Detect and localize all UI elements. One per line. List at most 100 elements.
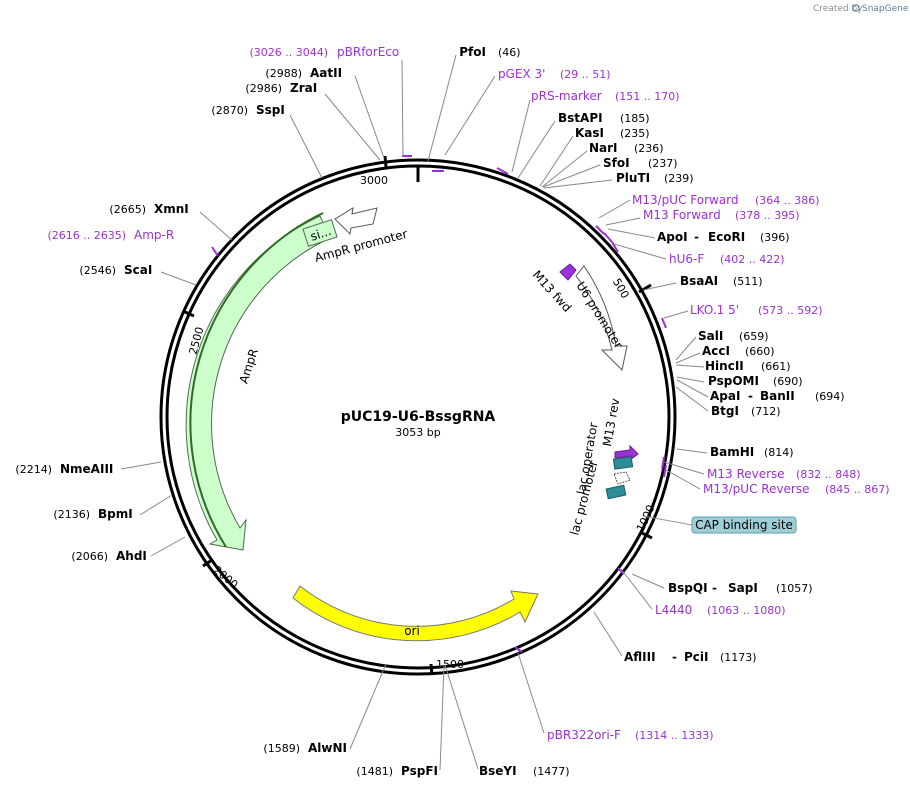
site-xmni[interactable]: (2665) XmnI	[109, 202, 188, 216]
svg-text:(2066): (2066)	[71, 550, 108, 563]
u6-promoter-arrow[interactable]	[575, 265, 628, 372]
svg-text:L4440: L4440	[655, 603, 692, 617]
svg-text:(845 .. 867): (845 .. 867)	[825, 483, 890, 496]
site-pspomi[interactable]: PspOMI (690)	[708, 374, 803, 388]
ampr-promoter-arrow[interactable]	[334, 207, 378, 236]
svg-text:KasI: KasI	[575, 126, 604, 140]
primer-m13-reverse[interactable]: M13 Reverse (832 .. 848)	[707, 467, 861, 481]
svg-text:PluTI: PluTI	[616, 171, 650, 185]
svg-text:(237): (237)	[648, 157, 678, 170]
svg-text:(690): (690)	[773, 375, 803, 388]
site-pfoi[interactable]: PfoI (46)	[459, 45, 520, 59]
site-nmeaiii[interactable]: (2214) NmeAIII	[15, 462, 113, 476]
svg-text:(402 .. 422): (402 .. 422)	[720, 253, 785, 266]
m13-rev-arrow[interactable]	[614, 444, 639, 461]
site-bseyi[interactable]: BseYI (1477)	[479, 764, 570, 778]
svg-text:ApoI: ApoI	[657, 230, 688, 244]
plasmid-name: pUC19-U6-BssgRNA	[341, 409, 496, 425]
svg-text:(712): (712)	[751, 405, 781, 418]
plasmid-length: 3053 bp	[395, 426, 440, 439]
svg-text:(2546): (2546)	[79, 264, 116, 277]
site-bsaai[interactable]: BsaAI (511)	[680, 274, 763, 288]
svg-text:PfoI: PfoI	[459, 45, 486, 59]
site-acci[interactable]: AccI (660)	[702, 344, 775, 358]
svg-text:-: -	[694, 230, 699, 244]
tick-3000	[383, 155, 388, 168]
primer-amp-r[interactable]: (2616 .. 2635) Amp-R	[47, 228, 174, 242]
lac-operator-box[interactable]	[612, 456, 634, 470]
tick-2000	[202, 558, 213, 568]
svg-text:SspI: SspI	[256, 103, 285, 117]
svg-text:(236): (236)	[634, 142, 664, 155]
m13-fwd-arrow[interactable]	[559, 263, 577, 281]
primer-pbr322ori-f[interactable]: pBR322ori-F (1314 .. 1333)	[547, 728, 714, 742]
tick-2500	[184, 310, 195, 318]
primer-lko1-5[interactable]: LKO.1 5' (573 .. 592)	[690, 303, 823, 317]
svg-text:BtgI: BtgI	[711, 404, 739, 418]
site-btgi[interactable]: BtgI (712)	[711, 404, 781, 418]
site-sspi[interactable]: (2870) SspI	[211, 103, 284, 117]
primer-m13-puc-forward[interactable]: M13/pUC Forward (364 .. 386)	[632, 193, 820, 207]
site-pspfi[interactable]: (1481) PspFI	[356, 764, 438, 778]
svg-text:XmnI: XmnI	[154, 202, 189, 216]
site-ahdi[interactable]: (2066) AhdI	[71, 549, 146, 563]
site-zrai[interactable]: (2986) ZraI	[245, 81, 317, 95]
svg-text:PspOMI: PspOMI	[708, 374, 759, 388]
site-sfoi[interactable]: SfoI (237)	[603, 156, 678, 170]
tick-1500	[429, 663, 434, 676]
m13-rev-label: M13 rev	[600, 397, 622, 447]
svg-text:(1589): (1589)	[263, 742, 300, 755]
site-apai-banii[interactable]: ApaI - BanII (694)	[710, 389, 845, 403]
signal-sequence-box[interactable]	[302, 219, 338, 247]
site-hincii[interactable]: HincII (661)	[705, 359, 791, 373]
svg-text:PspFI: PspFI	[401, 764, 438, 778]
ampr-feature-arrow[interactable]	[185, 215, 331, 551]
svg-text:NmeAIII: NmeAIII	[60, 462, 113, 476]
primer-m13-forward[interactable]: M13 Forward (378 .. 395)	[643, 208, 800, 222]
svg-text:(2665): (2665)	[109, 203, 146, 216]
site-pluti[interactable]: PluTI (239)	[616, 171, 694, 185]
site-kasi[interactable]: KasI (235)	[575, 126, 650, 140]
svg-text:(2986): (2986)	[245, 82, 282, 95]
cap-site-box[interactable]	[605, 484, 627, 500]
svg-text:ZraI: ZraI	[290, 81, 317, 95]
svg-text:BamHI: BamHI	[710, 445, 754, 459]
site-afliii-pcii[interactable]: AflIII - PciI (1173)	[624, 650, 757, 664]
site-bspqi-sapi[interactable]: BspQI - SapI (1057)	[668, 581, 813, 595]
snapgene-logo-icon	[852, 4, 860, 12]
site-alwni[interactable]: (1589) AlwNI	[263, 741, 347, 755]
site-nari[interactable]: NarI (236)	[589, 141, 664, 155]
ampr-label: AmpR	[237, 347, 261, 385]
site-sali[interactable]: SalI (659)	[698, 329, 769, 343]
svg-text:(364 .. 386): (364 .. 386)	[755, 194, 820, 207]
primer-hu6-f[interactable]: hU6-F (402 .. 422)	[669, 252, 785, 266]
svg-text:NarI: NarI	[589, 141, 618, 155]
svg-text:BstAPI: BstAPI	[558, 111, 603, 125]
primer-prs-marker[interactable]: pRS-marker (151 .. 170)	[531, 89, 680, 103]
svg-text:pRS-marker: pRS-marker	[531, 89, 602, 103]
primer-l4440[interactable]: L4440 (1063 .. 1080)	[655, 603, 786, 617]
site-bstapi[interactable]: BstAPI (185)	[558, 111, 650, 125]
site-bamhi[interactable]: BamHI (814)	[710, 445, 794, 459]
primer-pgex3[interactable]: pGEX 3' (29 .. 51)	[498, 67, 611, 81]
svg-text:HincII: HincII	[705, 359, 744, 373]
primer-pbrforeco[interactable]: (3026 .. 3044) pBRforEco	[249, 45, 399, 59]
site-bpmi[interactable]: (2136) BpmI	[53, 507, 132, 521]
cap-binding-site-box[interactable]	[691, 516, 797, 534]
site-scai[interactable]: (2546) ScaI	[79, 263, 152, 277]
svg-text:AflIII: AflIII	[624, 650, 656, 664]
svg-text:-: -	[712, 581, 717, 595]
svg-text:(1057): (1057)	[776, 582, 813, 595]
lac-promoter-arrow[interactable]	[613, 471, 631, 485]
svg-text:Amp-R: Amp-R	[134, 228, 174, 242]
signal-sequence-label: si...	[309, 224, 333, 244]
svg-text:(1173): (1173)	[720, 651, 757, 664]
site-aatii[interactable]: (2988) AatII	[265, 66, 342, 80]
svg-text:ApaI: ApaI	[710, 389, 740, 403]
ori-arrow[interactable]	[292, 585, 539, 642]
site-apoi-ecori[interactable]: ApoI - EcoRI (396)	[657, 230, 790, 244]
svg-text:(1314 .. 1333): (1314 .. 1333)	[635, 729, 714, 742]
primer-m13-puc-reverse[interactable]: M13/pUC Reverse (845 .. 867)	[703, 482, 890, 496]
svg-text:BspQI: BspQI	[668, 581, 708, 595]
